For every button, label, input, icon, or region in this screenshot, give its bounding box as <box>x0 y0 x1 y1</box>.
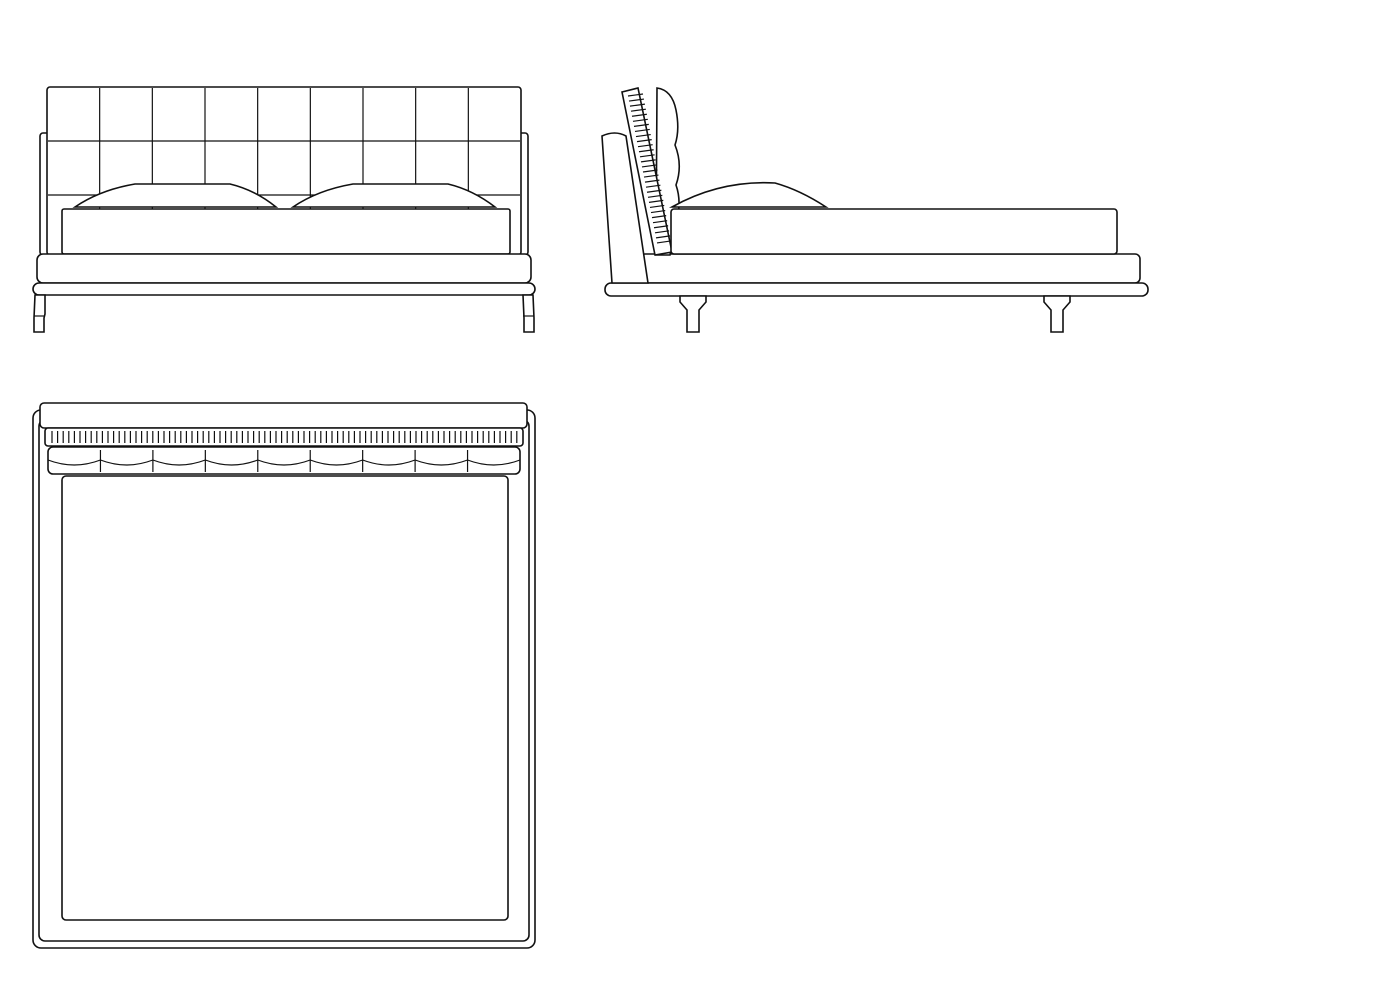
cushion-curve <box>205 459 258 466</box>
side-headboard-slats <box>627 93 672 244</box>
slat-line <box>635 133 651 138</box>
leg-left <box>33 294 46 333</box>
slat-line <box>650 209 666 214</box>
plan-view <box>32 402 536 949</box>
slat-line <box>639 154 655 158</box>
cushion-curve <box>467 459 521 466</box>
slat-line <box>648 199 664 203</box>
slat-line <box>634 128 650 133</box>
pillow-left <box>72 183 279 208</box>
slat-line <box>652 220 668 224</box>
bed-rail <box>32 282 536 296</box>
plan-cushion-segments <box>47 450 521 472</box>
slat-line <box>647 194 663 198</box>
plan-headboard <box>39 402 528 429</box>
slat-line <box>654 230 670 234</box>
slat-line <box>629 103 646 107</box>
slat-line <box>651 215 667 219</box>
slat-line <box>633 123 649 127</box>
cushion-curve <box>310 459 363 466</box>
slat-line <box>641 164 657 168</box>
side-pillow <box>668 181 829 208</box>
plan-slats <box>51 431 518 443</box>
side-view <box>601 87 1149 333</box>
leg-right <box>522 294 535 333</box>
side-leg-back <box>1043 295 1071 333</box>
slat-line <box>656 240 672 244</box>
cushion-curve <box>100 459 154 466</box>
side-headboard-back <box>601 132 649 284</box>
plan-mattress <box>61 475 509 921</box>
slat-line <box>637 144 653 148</box>
plan-cushion <box>47 446 521 475</box>
side-rail <box>604 282 1149 297</box>
cushion-curve <box>152 459 206 466</box>
slat-line <box>631 113 647 117</box>
plan-slat-band <box>44 427 524 447</box>
slat-line <box>636 139 652 143</box>
slat-line <box>645 184 661 188</box>
slat-line <box>642 169 658 173</box>
slat-line <box>638 149 654 153</box>
bed-base <box>36 253 532 284</box>
pillow-right <box>290 183 498 208</box>
front-view <box>32 86 536 333</box>
slat-line <box>630 108 646 112</box>
slat-line <box>646 189 662 193</box>
slat-line <box>655 235 671 239</box>
side-base <box>639 253 1141 284</box>
cushion-curve <box>362 459 416 466</box>
slat-line <box>653 225 669 229</box>
slat-line <box>640 159 656 163</box>
slat-line <box>628 98 645 102</box>
mattress <box>61 208 511 255</box>
slat-line <box>649 204 665 209</box>
slat-line <box>643 174 659 178</box>
cushion-curve <box>414 459 468 466</box>
side-mattress <box>670 208 1118 255</box>
slat-line <box>644 179 660 183</box>
cushion-curve <box>257 459 311 466</box>
slat-line <box>627 93 644 97</box>
slat-line <box>632 118 648 122</box>
side-leg-front <box>679 295 707 333</box>
cushion-curve <box>47 459 101 466</box>
